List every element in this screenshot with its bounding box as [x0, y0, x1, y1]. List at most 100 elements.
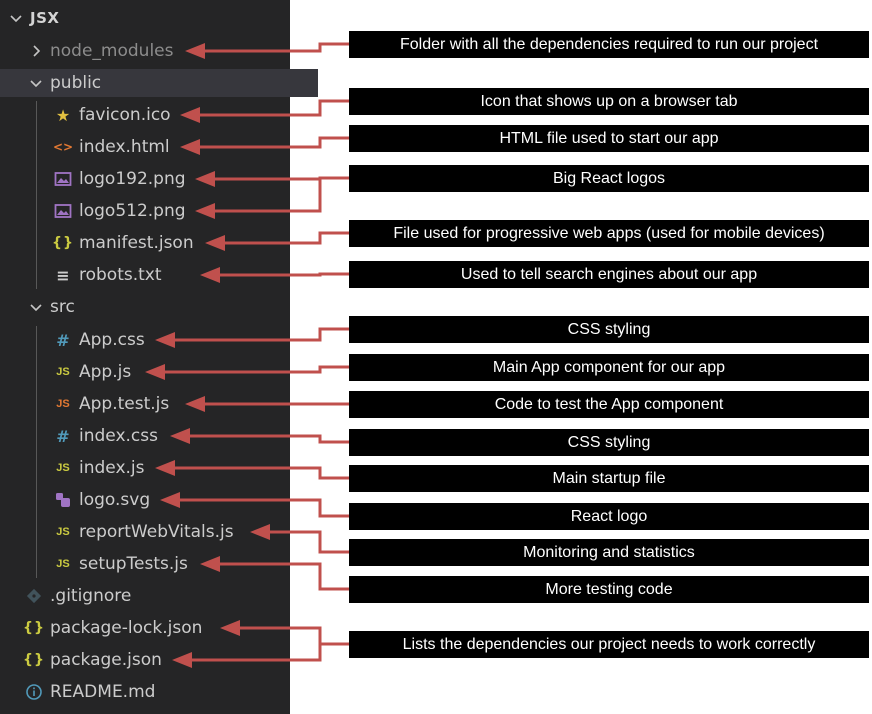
tree-file-item[interactable]: # App.css	[0, 326, 343, 354]
arrow-head	[155, 332, 175, 348]
tree-item-label: public	[50, 73, 102, 93]
arrow-head	[180, 107, 200, 123]
js-icon: JS	[56, 558, 70, 570]
tree-item-label: node_modules	[50, 41, 174, 61]
annotation-note: Monitoring and statistics	[349, 539, 869, 566]
js-icon: JS	[56, 526, 70, 538]
tree-item-label: logo.svg	[79, 490, 151, 510]
image-icon	[53, 169, 73, 189]
json-icon: {}	[23, 652, 45, 668]
tree-item-label: package.json	[50, 650, 162, 670]
js-icon: JS	[56, 462, 70, 474]
chevron-down-icon	[28, 75, 44, 91]
tree-item-label: package-lock.json	[50, 618, 203, 638]
tree-folder-item[interactable]: public	[0, 69, 318, 97]
tree-file-item[interactable]: README.md	[0, 678, 314, 706]
indent-guide	[36, 326, 37, 578]
arrow-head	[145, 364, 165, 380]
css-icon: #	[56, 330, 70, 350]
arrow-head	[160, 492, 180, 508]
tree-item-label: .gitignore	[50, 586, 132, 606]
annotation-note: Lists the dependencies our project needs…	[349, 631, 869, 658]
indent-guide	[36, 101, 37, 289]
tree-file-item[interactable]: .gitignore	[0, 582, 314, 610]
tree-file-item[interactable]: JS App.js	[0, 358, 343, 386]
js-icon: JS	[56, 366, 70, 378]
tree-file-item[interactable]: JS index.js	[0, 454, 343, 482]
test-js-icon: JS	[56, 398, 70, 410]
tree-file-item[interactable]: {} package-lock.json	[0, 614, 314, 642]
annotation-note: Code to test the App component	[349, 391, 869, 418]
arrow-head	[250, 524, 270, 540]
text-file-icon: ≡	[56, 265, 70, 285]
tree-file-item[interactable]: JS setupTests.js	[0, 550, 343, 578]
annotation-note: React logo	[349, 503, 869, 530]
tree-file-item[interactable]: logo.svg	[0, 486, 343, 514]
annotation-note: More testing code	[349, 576, 869, 603]
tree-item-label: manifest.json	[79, 233, 194, 253]
tree-file-item[interactable]: JS App.test.js	[0, 390, 343, 418]
arrow-head	[180, 139, 200, 155]
tree-item-label: App.test.js	[79, 394, 170, 414]
tree-folder-item[interactable]: node_modules	[0, 37, 318, 65]
tree-item-label: favicon.ico	[79, 105, 171, 125]
css-icon: #	[56, 426, 70, 446]
image-icon	[53, 201, 73, 221]
git-icon	[24, 586, 44, 606]
tree-file-item[interactable]: JS reportWebVitals.js	[0, 518, 343, 546]
tree-item-label: index.js	[79, 458, 145, 478]
annotation-note: Main App component for our app	[349, 354, 869, 381]
svg-icon	[53, 490, 73, 510]
arrow-head	[200, 556, 220, 572]
chevron-down-icon	[8, 10, 24, 26]
arrow-head	[155, 460, 175, 476]
tree-item-label: App.js	[79, 362, 132, 382]
annotation-note: CSS styling	[349, 429, 869, 456]
tree-item-label: README.md	[50, 682, 156, 702]
annotation-note: Icon that shows up on a browser tab	[349, 88, 869, 115]
arrow-head	[185, 396, 205, 412]
annotation-note: Used to tell search engines about our ap…	[349, 261, 869, 288]
tree-item-label: JSX	[30, 9, 60, 27]
tree-item-label: robots.txt	[79, 265, 162, 285]
tree-item-label: reportWebVitals.js	[79, 522, 234, 542]
arrow-head	[172, 652, 192, 668]
arrow-head	[200, 267, 220, 283]
annotation-note: Big React logos	[349, 165, 869, 192]
tree-file-item[interactable]: ≡ robots.txt	[0, 261, 343, 289]
annotation-note: HTML file used to start our app	[349, 125, 869, 152]
annotation-note: CSS styling	[349, 316, 869, 343]
tree-file-item[interactable]: <> index.html	[0, 133, 343, 161]
arrow-head	[195, 203, 215, 219]
tree-file-item[interactable]: # index.css	[0, 422, 343, 450]
arrow-head	[195, 171, 215, 187]
tree-item-label: index.html	[79, 137, 170, 157]
tree-folder-item[interactable]: src	[0, 293, 318, 321]
arrow-head	[185, 43, 205, 59]
json-icon: {}	[52, 235, 74, 251]
chevron-right-icon	[28, 43, 44, 59]
info-icon	[24, 682, 44, 702]
tree-folder-item[interactable]: JSX	[0, 4, 298, 32]
tree-item-label: logo192.png	[79, 169, 186, 189]
tree-item-label: index.css	[79, 426, 158, 446]
tree-file-item[interactable]: ★ favicon.ico	[0, 101, 343, 129]
arrow-head	[220, 620, 240, 636]
annotation-note: File used for progressive web apps (used…	[349, 220, 869, 247]
json-icon: {}	[23, 620, 45, 636]
annotation-note: Folder with all the dependencies require…	[349, 31, 869, 58]
tree-file-item[interactable]: logo192.png	[0, 165, 343, 193]
tree-file-item[interactable]: logo512.png	[0, 197, 343, 225]
tree-item-label: setupTests.js	[79, 554, 188, 574]
tree-item-label: App.css	[79, 330, 145, 350]
annotation-note: Main startup file	[349, 465, 869, 492]
tree-file-item[interactable]: {} package.json	[0, 646, 314, 674]
html-icon: <>	[52, 140, 74, 154]
tree-item-label: logo512.png	[79, 201, 186, 221]
chevron-down-icon	[28, 299, 44, 315]
tree-item-label: src	[50, 297, 75, 317]
star-icon: ★	[55, 105, 71, 125]
tree-file-item[interactable]: {} manifest.json	[0, 229, 343, 257]
